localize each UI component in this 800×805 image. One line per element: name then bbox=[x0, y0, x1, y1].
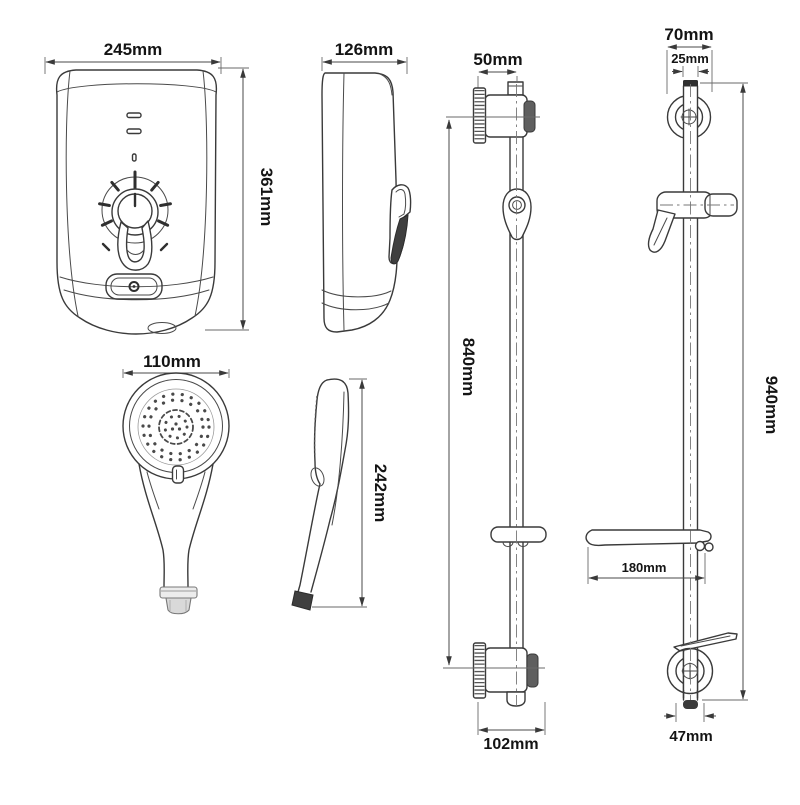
power-button bbox=[105, 273, 163, 300]
led-indicator-slot bbox=[126, 128, 142, 135]
dim-rail-side-dish: 180mm bbox=[622, 560, 667, 575]
handset-holder-front bbox=[502, 188, 532, 241]
handset-front-view: 110mm bbox=[122, 352, 230, 615]
spray-nozzles bbox=[141, 392, 211, 462]
led-indicator-slot bbox=[126, 112, 142, 119]
soap-dish-side bbox=[585, 529, 714, 552]
dim-unit-front-width: 245mm bbox=[104, 40, 163, 59]
dial-lever bbox=[117, 220, 153, 271]
dial-top-mark bbox=[131, 153, 137, 162]
dim-rail-side-bottom: 47mm bbox=[669, 728, 712, 745]
handset-side-connector bbox=[291, 590, 314, 611]
dim-rail-side-length: 940mm bbox=[762, 376, 781, 435]
dim-rail-front-offset: 50mm bbox=[473, 50, 522, 69]
dim-rail-front-length: 840mm bbox=[459, 338, 478, 397]
unit-front-view: 245mm bbox=[44, 40, 276, 335]
rail-side-view: 70mm 25mm bbox=[585, 25, 781, 745]
rail-bottom-bracket-front bbox=[443, 642, 545, 707]
handset-connector bbox=[159, 586, 198, 615]
rail-bottom-bracket-side bbox=[666, 647, 714, 709]
dim-unit-side-depth: 126mm bbox=[335, 40, 394, 59]
unit-side-view: 126mm bbox=[321, 40, 412, 333]
dim-rail-front-bottom: 102mm bbox=[483, 736, 538, 753]
rail-front-view: 50mm bbox=[443, 50, 547, 753]
soap-dish-front bbox=[490, 526, 547, 548]
handset-clip bbox=[171, 465, 185, 484]
dim-handset-length: 242mm bbox=[371, 464, 390, 523]
dim-rail-side-bracket: 70mm bbox=[664, 25, 713, 44]
holder-lever bbox=[647, 209, 676, 253]
handset-side-view: 242mm bbox=[291, 378, 390, 611]
dim-handset-width: 110mm bbox=[143, 352, 201, 371]
handset-holder-side bbox=[647, 191, 738, 253]
rail-top-bracket-front bbox=[446, 81, 540, 144]
dim-unit-front-height: 361mm bbox=[257, 168, 276, 227]
control-dial bbox=[98, 170, 172, 271]
dim-rail-side-tube: 25mm bbox=[671, 51, 709, 66]
wall-bracket-hook bbox=[388, 184, 412, 265]
